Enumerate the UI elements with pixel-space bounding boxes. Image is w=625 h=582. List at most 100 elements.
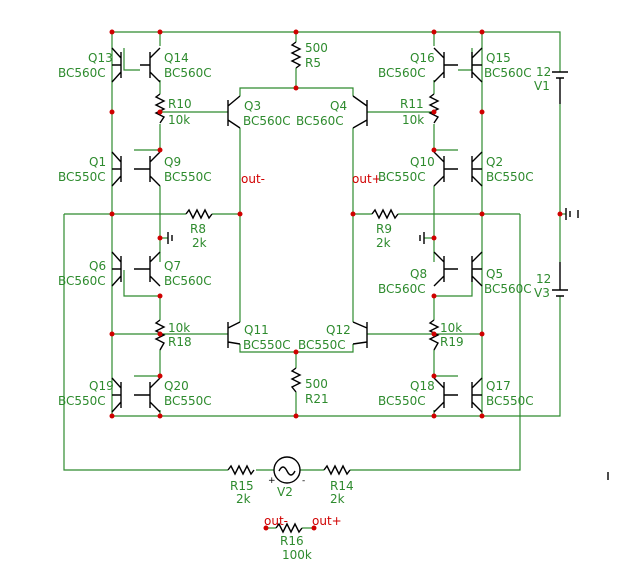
signal-source-v2[interactable]: [273, 456, 301, 484]
transistor-q6[interactable]: [111, 251, 122, 287]
q9-model: BC550C: [164, 170, 212, 184]
transistor-q5[interactable]: [471, 251, 483, 287]
r5-name: R5: [305, 56, 321, 70]
q16-model: BC560C: [378, 66, 426, 80]
resistor-r14[interactable]: [323, 464, 351, 476]
q11-model: BC550C: [243, 338, 291, 352]
r11-name: R11: [400, 97, 424, 111]
q3-model: BC560C: [243, 114, 291, 128]
q3-name: Q3: [244, 99, 261, 113]
transistor-q10[interactable]: [433, 151, 458, 187]
battery-v3[interactable]: [552, 262, 568, 297]
q7-name: Q7: [164, 259, 181, 273]
r15-name: R15: [230, 479, 254, 493]
q19-name: Q19: [89, 379, 114, 393]
net-out-plus: out+: [352, 172, 382, 186]
v2-name: V2: [277, 485, 293, 499]
q8-name: Q8: [410, 267, 427, 281]
q8-model: BC560C: [378, 282, 426, 296]
q12-model: BC550C: [298, 338, 346, 352]
transistor-q15[interactable]: [471, 47, 483, 83]
net-out-minus: out-: [241, 172, 265, 186]
transistor-q1[interactable]: [111, 151, 122, 187]
resistor-r15[interactable]: [227, 464, 255, 476]
q20-model: BC550C: [164, 394, 212, 408]
battery-v1[interactable]: [552, 71, 568, 104]
q4-name: Q4: [330, 99, 347, 113]
q2-name: Q2: [486, 155, 503, 169]
transistor-q19[interactable]: [111, 377, 122, 413]
q19-model: BC550C: [58, 394, 106, 408]
r8-name: R8: [190, 222, 206, 236]
v3-value: 12: [536, 272, 551, 286]
resistor-r10[interactable]: [154, 93, 166, 124]
q15-name: Q15: [486, 51, 511, 65]
r19-value: 10k: [440, 321, 462, 335]
q1-model: BC550C: [58, 170, 106, 184]
v2-plus-sign: +: [268, 476, 276, 486]
net-out-minus-r16: out-: [264, 514, 288, 528]
q17-name: Q17: [486, 379, 511, 393]
resistor-r8[interactable]: [185, 208, 213, 220]
resistor-r5[interactable]: [290, 41, 302, 69]
q10-model: BC550C: [378, 170, 426, 184]
q5-name: Q5: [486, 267, 503, 281]
transistor-q13[interactable]: [111, 47, 122, 83]
r14-name: R14: [330, 479, 354, 493]
r19-name: R19: [440, 335, 464, 349]
r18-name: R18: [168, 335, 192, 349]
r10-name: R10: [168, 97, 192, 111]
r21-name: R21: [305, 392, 329, 406]
r15-value: 2k: [236, 492, 251, 506]
r16-value: 100k: [282, 548, 312, 562]
resistor-r11[interactable]: [428, 93, 440, 124]
v1-value: 12: [536, 65, 551, 79]
q13-model: BC560C: [58, 66, 106, 80]
q5-model: BC560C: [484, 282, 532, 296]
q16-name: Q16: [410, 51, 435, 65]
junction-dots: [109, 29, 563, 531]
q9-name: Q9: [164, 155, 181, 169]
transistor-q17[interactable]: [471, 377, 483, 413]
component-labels: Q13 BC560C Q14 BC560C R10 10k Q1 BC550C …: [58, 41, 551, 562]
v3-name: V3: [534, 286, 550, 300]
transistor-q3[interactable]: [227, 95, 241, 129]
r16-name: R16: [280, 534, 304, 548]
q15-model: BC560C: [484, 66, 532, 80]
resistor-r16[interactable]: [275, 522, 303, 534]
transistor-q9[interactable]: [134, 151, 161, 187]
q20-name: Q20: [164, 379, 189, 393]
transistor-q7[interactable]: [134, 251, 161, 287]
r5-value: 500: [305, 41, 328, 55]
q14-name: Q14: [164, 51, 189, 65]
v1-name: V1: [534, 79, 550, 93]
q7-model: BC560C: [164, 274, 212, 288]
resistor-r9[interactable]: [371, 208, 399, 220]
r9-value: 2k: [376, 236, 391, 250]
transistor-q2[interactable]: [471, 151, 483, 187]
q4-model: BC560C: [296, 114, 344, 128]
transistor-q16[interactable]: [433, 47, 458, 83]
q17-model: BC550C: [486, 394, 534, 408]
q13-name: Q13: [88, 51, 113, 65]
r14-value: 2k: [330, 492, 345, 506]
r11-value: 10k: [402, 113, 424, 127]
transistor-q14[interactable]: [140, 47, 161, 83]
transistor-q12[interactable]: [352, 321, 368, 348]
resistor-r21[interactable]: [290, 367, 302, 393]
transistor-q4[interactable]: [352, 95, 368, 129]
transistor-q20[interactable]: [134, 377, 161, 413]
q12-name: Q12: [326, 323, 351, 337]
net-out-plus-r16: out+: [312, 514, 342, 528]
q2-model: BC550C: [486, 170, 534, 184]
r10-value: 10k: [168, 113, 190, 127]
r21-value: 500: [305, 377, 328, 391]
transistor-q8[interactable]: [433, 251, 458, 287]
r9-name: R9: [376, 222, 392, 236]
transistor-q18[interactable]: [433, 377, 458, 413]
wires: [63, 31, 566, 529]
transistor-q11[interactable]: [227, 321, 241, 348]
q11-name: Q11: [244, 323, 269, 337]
